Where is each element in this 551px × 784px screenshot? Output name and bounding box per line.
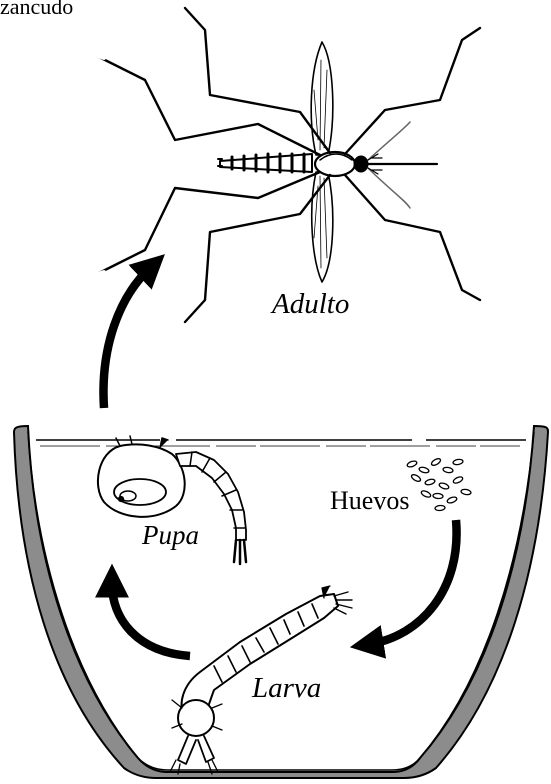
pupa-label: Pupa: [142, 520, 199, 551]
arrow-pupa-to-adult: [103, 268, 150, 408]
eggs-label: Huevos: [330, 486, 409, 516]
larva-label: Larva: [252, 672, 321, 705]
eggs: [406, 457, 471, 511]
container-wall: [14, 426, 548, 778]
adult-label: Adulto: [272, 288, 349, 321]
arrow-eggs-to-larva: [370, 520, 457, 644]
title-fragment: zancudo: [0, 0, 73, 20]
abdomen: [220, 154, 312, 172]
arrow-larva-to-pupa: [112, 584, 190, 656]
water-container: [14, 426, 548, 778]
